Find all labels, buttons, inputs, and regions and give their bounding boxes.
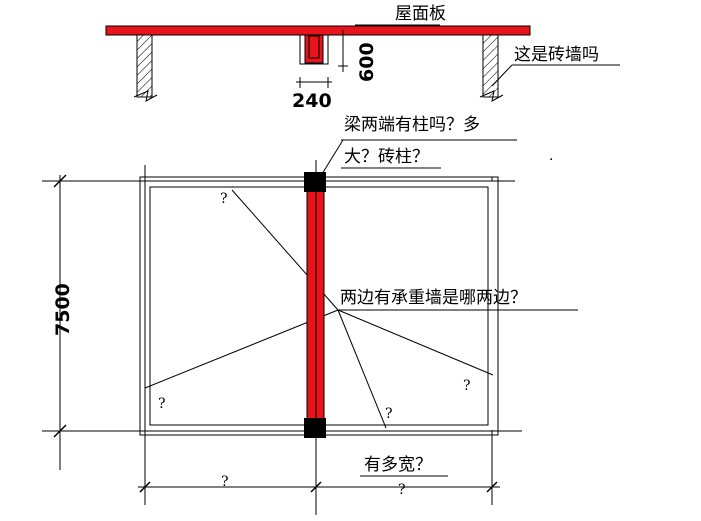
roof-slab-label: 屋面板 <box>395 4 446 24</box>
column-bottom <box>304 418 326 438</box>
right-brick-wall <box>479 34 504 102</box>
unknown-mark-right: ? <box>463 378 471 394</box>
bearing-wall-question: 两边有承重墙是哪两边？ <box>340 288 527 308</box>
left-brick-wall <box>133 34 158 102</box>
beam-rebar-box <box>308 35 320 59</box>
column-top <box>304 172 326 192</box>
beam-outline <box>299 35 329 65</box>
unknown-mark-center-bottom: ? <box>385 406 393 422</box>
width-right-unknown: ? <box>398 482 406 498</box>
section-view: 屋面板 这是砖墙吗 600 240 <box>105 4 620 112</box>
unknown-mark-top-left: ? <box>220 191 228 207</box>
bearing-wall-leaders <box>144 189 494 429</box>
span-dimension-label: 7500 <box>52 283 74 336</box>
column-question-line2: 大？砖柱？ <box>344 147 429 167</box>
stray-dot: . <box>549 148 553 164</box>
column-leader-line <box>321 139 344 175</box>
unknown-mark-bottom-left: ? <box>158 396 166 412</box>
wall-question-label: 这是砖墙吗 <box>514 45 599 65</box>
width-left-unknown: ? <box>221 474 229 490</box>
width-question: 有多宽？ <box>364 455 432 475</box>
plan-view: 梁两端有柱吗？多 大？砖柱？ . 两边有承重墙是哪两边？ ? ? ? ? 750… <box>42 115 578 515</box>
beam-depth-label: 600 <box>356 42 378 82</box>
wall-leader-line <box>491 64 513 87</box>
column-question-line1: 梁两端有柱吗？多 <box>344 115 480 135</box>
beam-width-label: 240 <box>292 90 332 112</box>
beam-section <box>304 34 324 64</box>
roof-slab <box>105 25 531 36</box>
